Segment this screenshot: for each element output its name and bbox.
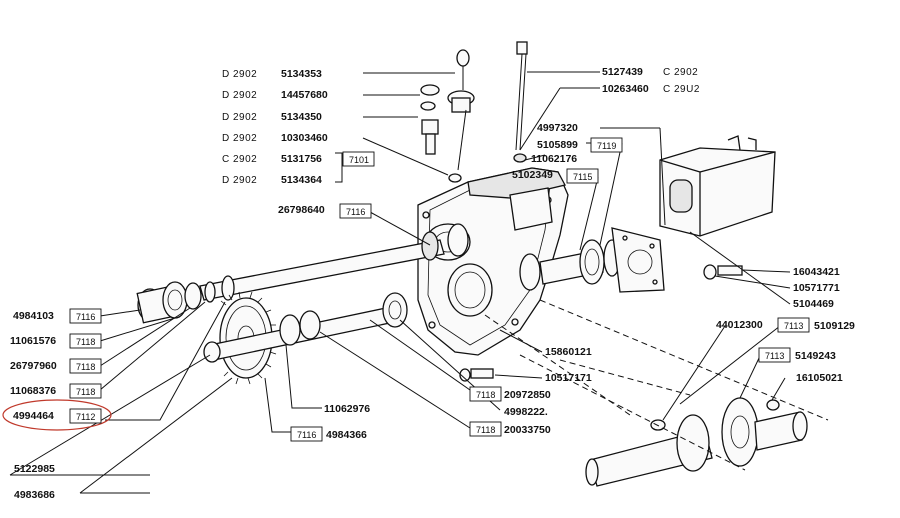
part-number: 44012300 — [716, 319, 763, 331]
lower-right-labels: 44012300 7113 5109129 7113 5149243 16105… — [716, 317, 855, 384]
reference-box — [69, 358, 102, 374]
bottom-labels: 11062976 7116 4984366 — [290, 403, 370, 442]
part-number: 14457680 — [281, 89, 328, 101]
part-number: 4997320 — [537, 122, 578, 134]
part-number: 20972850 — [504, 389, 551, 401]
reference-box — [566, 168, 599, 184]
part-number: 26798640 — [278, 204, 325, 216]
part-number: 5127439 — [602, 66, 643, 78]
right-labels: 16043421 10571771 5104469 — [793, 266, 840, 310]
code-label: D 2902 — [222, 175, 257, 186]
code-label: D 2902 — [222, 69, 257, 80]
highlight-ellipse — [2, 399, 112, 431]
reference-box — [69, 333, 102, 349]
reference-box-text: 7118 — [476, 390, 495, 400]
reference-box — [69, 408, 102, 424]
part-number: 10571771 — [793, 282, 840, 294]
reference-box-text: 7116 — [297, 430, 316, 440]
reference-box-text: 7115 — [573, 172, 592, 182]
top-left-labels: D 2902 D 2902 D 2902 D 2902 C 2902 D 290… — [222, 68, 375, 186]
reference-box-text: 7112 — [76, 412, 95, 422]
reference-box — [339, 203, 372, 219]
reference-box-text: 7118 — [76, 362, 95, 372]
part-number: 4998222. — [504, 406, 548, 418]
part-number: 5134364 — [281, 174, 322, 186]
part-number: 5109129 — [814, 320, 855, 332]
leader-lines — [9, 71, 791, 494]
reference-box — [69, 383, 102, 399]
part-number: 5131756 — [281, 153, 322, 165]
part-number: 5149243 — [795, 350, 836, 362]
part-number: 11062176 — [531, 153, 577, 165]
filler-plug-parts — [420, 49, 475, 183]
part-number: 11061576 — [10, 335, 56, 347]
reference-box — [758, 347, 791, 363]
part-number: 4994464 — [13, 410, 54, 422]
part-number: 11068376 — [10, 385, 56, 397]
reference-box-text: 7118 — [476, 425, 495, 435]
pto-shaft — [585, 397, 808, 487]
output-shaft-assembly — [519, 227, 665, 293]
counter-shaft — [203, 292, 408, 363]
reference-box — [590, 137, 623, 153]
reference-box — [69, 308, 102, 324]
part-number: 4984366 — [326, 429, 367, 441]
reference-box — [469, 386, 502, 402]
reference-box-text: 7118 — [76, 337, 95, 347]
part-number: 4983686 — [14, 489, 55, 501]
part-number: 5134353 — [281, 68, 322, 80]
code-label: D 2902 — [222, 90, 257, 101]
reference-box — [290, 426, 323, 442]
reference-box-text: 7116 — [346, 207, 365, 217]
reference-box-text: 7118 — [76, 387, 95, 397]
reference-box-text: 7116 — [76, 312, 95, 322]
center-labels: 15860121 10517171 7118 20972850 4998222.… — [469, 346, 592, 437]
main-shaft — [136, 223, 469, 324]
part-number: 10517171 — [545, 372, 592, 384]
reference-box-text: 7113 — [765, 351, 784, 361]
part-number: 16043421 — [793, 266, 840, 278]
part-number: 11062976 — [324, 403, 370, 415]
mid-left-label: 26798640 7116 — [278, 203, 372, 219]
reference-box — [469, 421, 502, 437]
part-number: 5122985 — [14, 463, 55, 475]
part-number: 5134350 — [281, 111, 322, 123]
part-number: 20033750 — [504, 424, 551, 436]
part-number: 16105021 — [796, 372, 843, 384]
parts-drawing — [136, 41, 829, 487]
part-number: 15860121 — [545, 346, 592, 358]
code-label: C 2902 — [663, 67, 698, 78]
code-label: C 29U2 — [663, 84, 700, 95]
part-number: 10303460 — [281, 132, 328, 144]
part-number: 5104469 — [793, 298, 834, 310]
part-number: 5105899 — [537, 139, 578, 151]
part-number: 4984103 — [13, 310, 54, 322]
reference-box — [777, 317, 810, 333]
breather-rod — [513, 41, 528, 163]
reference-box — [342, 151, 375, 167]
reference-box-text: 7113 — [784, 321, 803, 331]
part-number: 5102349 — [512, 169, 553, 181]
part-number: 26797960 — [10, 360, 57, 372]
assembly-dashed-lines — [484, 299, 829, 471]
top-right-labels: 5127439 C 2902 10263460 C 29U2 4997320 5… — [512, 66, 700, 184]
reference-box-text: 7101 — [349, 155, 369, 165]
reference-box-text: 7119 — [597, 141, 616, 151]
code-label: D 2902 — [222, 112, 257, 123]
code-label: C 2902 — [222, 154, 257, 165]
rear-cover — [659, 135, 776, 237]
small-bolts-center — [459, 368, 494, 382]
code-label: D 2902 — [222, 133, 257, 144]
left-stack-labels: 4984103 7116 11061576 7118 26797960 7118… — [10, 308, 102, 501]
part-number: 10263460 — [602, 83, 649, 95]
